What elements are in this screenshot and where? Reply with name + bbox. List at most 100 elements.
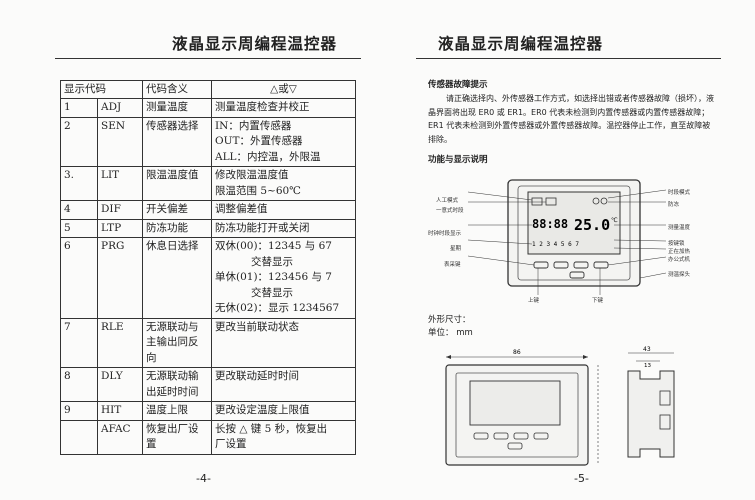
button-2[interactable] [553,261,569,269]
button-5[interactable] [569,271,585,279]
row-code: RLE [97,317,143,368]
front-lcd [469,380,561,426]
row-code: HIT [97,401,143,421]
action-line: 厂设置 [215,438,247,450]
callout-line [467,255,535,266]
callout-line [613,247,667,250]
row-num: 2 [60,116,98,167]
action-line: 单休(01)：123456 与 7 [215,271,332,283]
front-button [473,432,489,440]
row-meaning: 开关偏差 [142,200,212,220]
table-row: 9 HIT 温度上限 更改设定温度上限值 [60,401,356,421]
lcd-temperature: 25.0 [574,216,610,234]
label-up-key: 上键 [528,298,540,304]
row-num: 8 [60,367,98,402]
fault-heading: 传感器故障提示 [428,80,488,90]
table-row: 8 DLY 无源联动输出延时时间 更改联动延时时间 [60,367,356,402]
row-meaning: 传感器选择 [142,116,212,167]
label-period-mode: 一意式时段 [436,208,464,214]
table-row: 6 PRG 休息日选择 双休(00)：12345 与 67 交替显示 单休(01… [60,237,356,319]
callout-line [467,191,533,201]
row-action: 测量温度检查并校正 [211,98,356,118]
action-line: 交替显示 [251,255,293,268]
row-action: 修改限温温度值 限温范围 5~60℃ [211,166,356,201]
row-code: PRG [97,237,143,319]
row-action: 防冻功能打开或关闭 [211,218,356,238]
row-action: 更改设定温度上限值 [211,401,356,421]
action-line: 双休(00)：12345 与 67 [215,240,332,252]
thermostat-front-diagram: 88:88 25.0 ℃ 1 2 3 4 5 6 7 [467,179,667,295]
label-probe: 测温探头 [668,272,691,278]
row-action: 更改联动延时时间 [211,367,356,402]
label-clock-period: 时钟时段显示 [428,231,462,237]
dimension-drawing: 86 43 13 [445,346,675,466]
page-number: -5- [574,472,589,485]
lcd-days: 1 2 3 4 5 6 7 [532,241,579,248]
mode-icon [545,197,557,206]
side-terminal [659,390,671,406]
label-weekday: 星期 [450,246,462,252]
callout-line [467,239,533,245]
table-row: 4 DIF 开关偏差 调整偏差值 [60,200,356,220]
header-code: 显示代码 [60,80,143,99]
row-action: 更改当前联动状态 [211,317,356,368]
row-code: DIF [97,200,143,220]
lcd-clock: 88:88 [532,217,568,231]
action-line: 长按 △ 键 5 秒，恢复出 [215,422,328,435]
row-num: 4 [60,200,98,220]
row-num: 9 [60,401,98,421]
row-num: 7 [60,317,98,368]
label-schedule-mode: 时段模式 [668,190,691,196]
label-down-key: 下键 [592,298,604,304]
code-table: 显示代码 代码含义 △或▽ 1 ADJ 测量温度 测量温度检查并校正 2 SEN… [60,80,356,455]
action-line: 修改限温温度值 [215,169,289,181]
page-number: -4- [196,472,211,485]
row-meaning: 限温温度值 [142,166,212,201]
label-antifreeze: 防冻 [668,202,680,208]
label-measured-temp: 测量温度 [668,225,691,231]
front-bezel [455,372,579,458]
callout-line [607,256,667,266]
lcd-screen [527,191,621,255]
row-meaning: 休息日选择 [142,237,212,319]
action-line: ALL：内控温，外限温 [215,150,321,163]
row-action: 双休(00)：12345 与 67 交替显示 单休(01)：123456 与 7… [211,237,356,319]
table-row: 2 SEN 传感器选择 IN：内置传感器 OUT：外置传感器 ALL：内控温，外… [60,116,356,167]
row-action: IN：内置传感器 OUT：外置传感器 ALL：内控温，外限温 [211,116,356,167]
action-line: IN：内置传感器 [215,119,292,132]
fault-paragraph: 请正确选择内、外传感器工作方式，如选择出错或者传感器故障（损坏），液晶界面将出现… [428,92,718,146]
row-num: 5 [60,218,98,238]
label-manual-mode: 人工模式 [436,198,459,204]
lcd-unit: ℃ [611,217,618,224]
callout-line [607,189,667,199]
row-num [60,419,98,455]
row-num: 6 [60,237,98,319]
table-row: 1 ADJ 测量温度 测量温度检查并校正 [60,98,356,118]
front-button [507,442,523,450]
right-page: 液晶显示周编程温控器 传感器故障提示 请正确选择内、外传感器工作方式，如选择出错… [378,0,755,500]
width-value: 86 [513,349,521,356]
row-meaning: 恢复出厂设置 [142,419,212,455]
row-action: 调整偏差值 [211,200,356,220]
left-page: 液晶显示周编程温控器 显示代码 代码含义 △或▽ 1 ADJ 测量温度 测量温度… [55,35,361,485]
action-line: 交替显示 [251,286,293,299]
row-code: LIT [97,166,143,201]
header-action: △或▽ [211,80,356,99]
row-code: ADJ [97,98,143,118]
label-menu-key: 表采键 [444,262,461,268]
front-button [513,432,529,440]
title-rule [55,58,361,59]
depth-value: 43 [643,346,651,353]
row-meaning: 防冻功能 [142,218,212,238]
callout-line [639,272,667,279]
row-num: 3. [60,166,98,201]
label-power: 办公式机 [668,257,691,263]
table-row: AFAC 恢复出厂设置 长按 △ 键 5 秒，恢复出 厂设置 [60,419,356,455]
snowflake-icon [600,197,608,205]
row-code: DLY [97,367,143,402]
header-meaning: 代码含义 [142,80,212,99]
table-header-row: 显示代码 代码含义 △或▽ [60,80,356,99]
page-title: 液晶显示周编程温控器 [438,35,604,53]
dimension-heading: 外形尺寸： [428,315,471,325]
button-3[interactable] [573,261,589,269]
